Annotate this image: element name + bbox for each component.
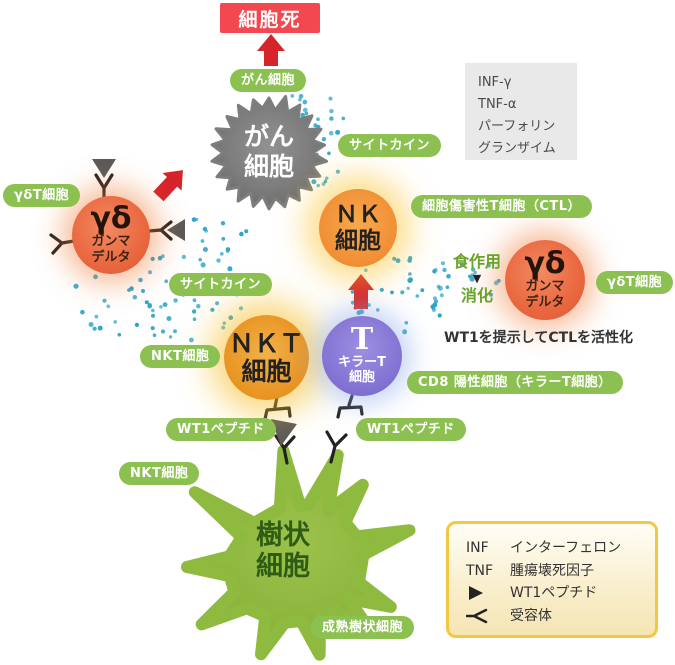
cytokine-pill-mid: サイトカイン bbox=[169, 273, 273, 296]
nkt-pill-bottom: NKT細胞 bbox=[119, 462, 200, 485]
legend-row-inf: INF インターフェロン bbox=[466, 540, 622, 556]
gamma-delta-cell-left: γδ ガンマ デルタ bbox=[72, 196, 150, 274]
killer-t-glyph: T bbox=[350, 322, 374, 358]
phagocytosis-label: 食作用 bbox=[452, 252, 501, 271]
cd8-pill: CD8 陽性細胞（キラーT細胞） bbox=[407, 371, 623, 394]
killer-t-bottom-receptor bbox=[336, 394, 364, 419]
killer-t-cell: T キラーT 細胞 bbox=[322, 316, 402, 396]
cell-death-label: 細胞死 bbox=[238, 8, 302, 31]
dendritic-receptor-2 bbox=[325, 430, 348, 464]
gd-left-right-receptor bbox=[147, 220, 173, 241]
cell-death-box: 細胞死 bbox=[220, 3, 320, 33]
mature-dendritic-pill: 成熟樹状細胞 bbox=[311, 616, 415, 639]
red-arrows bbox=[153, 34, 374, 309]
cytokine-line-inf: INF-γ bbox=[478, 75, 512, 90]
arrow-killer-t-to-nk bbox=[348, 274, 374, 309]
ctl-pill: 細胞傷害性T細胞（CTL） bbox=[411, 195, 593, 218]
gamma-delta-t-pill-right: γδT細胞 bbox=[596, 271, 674, 294]
nk-cell: ＮＫ 細胞 bbox=[319, 189, 397, 267]
nkt-bottom-receptor bbox=[263, 395, 292, 421]
gamma-delta-cell-right: γδ ガンマ デルタ bbox=[505, 240, 585, 320]
arrow-to-cell-death bbox=[257, 34, 285, 66]
phagocytosis-annotation: 食作用 ▼ 消化 bbox=[444, 252, 510, 306]
nkt-pill-left: NKT細胞 bbox=[140, 345, 221, 368]
wt1-presentation-note: WT1を提示してCTLを活性化 bbox=[444, 330, 634, 346]
wt1-peptide-pill-right: WT1ペプチド bbox=[356, 418, 466, 441]
wt1-peptide-triangles bbox=[92, 159, 297, 446]
gd-symbol: γδ bbox=[524, 246, 566, 282]
cytokine-line-granzyme: グランザイム bbox=[478, 141, 556, 156]
gd-symbol: γδ bbox=[90, 201, 132, 237]
down-arrow: ▼ bbox=[472, 272, 482, 285]
cytokine-pill-upper: サイトカイン bbox=[338, 134, 442, 157]
legend-row-receptor: 受容体 bbox=[466, 605, 655, 628]
cytokine-line-perforin: パーフォリン bbox=[478, 119, 556, 134]
legend-row-wt1: WT1ペプチド bbox=[466, 582, 655, 605]
wt1-triangle-gd-right bbox=[167, 219, 185, 241]
digestion-label: 消化 bbox=[460, 286, 493, 305]
cytokine-line-tnf: TNF-α bbox=[478, 97, 517, 112]
legend-box: INF インターフェロン TNF 腫瘍壊死因子 WT1ペプチド 受容体 bbox=[446, 521, 658, 638]
wt1-peptide-icon bbox=[466, 585, 510, 601]
nkt-cell: ＮＫＴ 細胞 bbox=[224, 315, 309, 400]
wt1-triangle-dendritic bbox=[271, 419, 297, 446]
arrow-gd-to-cancer bbox=[153, 170, 183, 202]
wt1-peptide-pill-left: WT1ペプチド bbox=[166, 418, 276, 441]
dendritic-cell-shape bbox=[181, 444, 416, 661]
gd-left-left-receptor bbox=[49, 233, 76, 255]
cancer-cell-pill: がん細胞 bbox=[230, 69, 307, 92]
legend-row-tnf: TNF 腫瘍壊死因子 bbox=[466, 562, 594, 579]
cancer-cell-shape bbox=[210, 95, 328, 211]
dendritic-cell-label: 樹状 細胞 bbox=[256, 520, 310, 583]
cancer-cell-label: がん 細胞 bbox=[243, 122, 294, 181]
receptor-icon bbox=[466, 608, 510, 624]
wt1-triangle-gd-top bbox=[92, 159, 116, 178]
cytokine-list-box: INF-γ TNF-α パーフォリン グランザイム bbox=[465, 63, 577, 160]
gamma-delta-t-pill-left: γδT細胞 bbox=[3, 184, 81, 207]
